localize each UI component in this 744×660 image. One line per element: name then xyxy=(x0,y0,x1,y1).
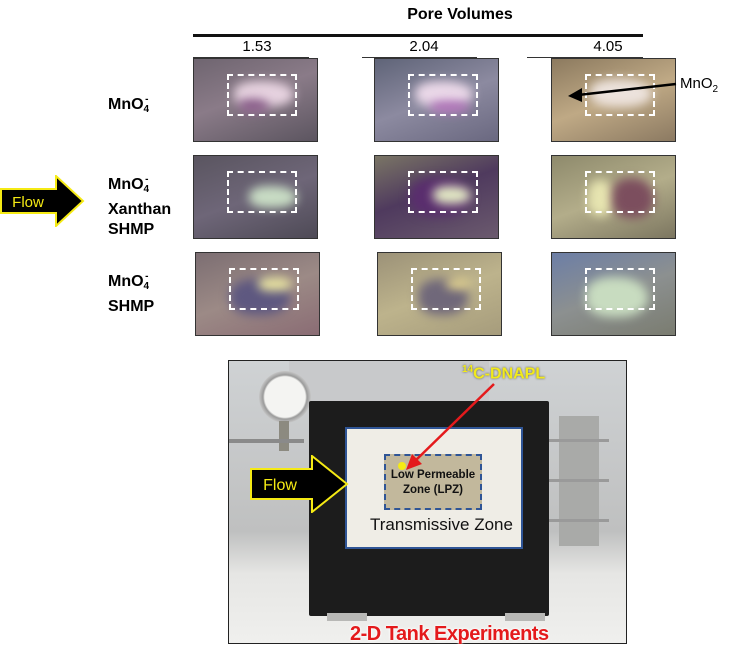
photo-r3-c1 xyxy=(195,252,320,336)
tank-foot-left xyxy=(327,613,367,621)
lpz-outline xyxy=(227,170,298,214)
column-rule-3 xyxy=(527,57,643,58)
row-label-mno4: MnO4- xyxy=(108,94,150,115)
mno2-pointer-arrow-icon xyxy=(568,82,677,102)
dnapl-pointer-arrow-icon xyxy=(406,383,495,470)
transmissive-zone-label: Transmissive Zone xyxy=(370,515,513,534)
lpz-outline xyxy=(408,170,479,214)
lpz-outline xyxy=(408,73,479,117)
column-rule-2 xyxy=(362,57,477,58)
outlet-port-3 xyxy=(549,519,609,522)
instrument-panel xyxy=(289,361,489,401)
inlet-tube xyxy=(229,439,304,443)
lpz-outline xyxy=(229,267,300,311)
photo-r2-c2 xyxy=(374,155,499,239)
flow-arrow-icon: Flow xyxy=(0,175,85,227)
row-label-mno4-shmp: MnO4- SHMP xyxy=(108,271,155,315)
row-label-mno4-xanthan-shmp: MnO4- Xanthan SHMP xyxy=(108,174,172,238)
photo-r1-c3 xyxy=(551,58,676,142)
photo-r2-c1 xyxy=(193,155,318,239)
pore-volume-label-3: 4.05 xyxy=(593,38,623,55)
tank-leg-left xyxy=(341,561,349,621)
dnapl-source-dot xyxy=(398,462,406,470)
tank-flow-arrow-icon: Flow xyxy=(250,455,349,513)
photo-r2-c3 xyxy=(551,155,676,239)
column-rule-1 xyxy=(193,57,309,58)
dnapl-label: 14C-DNAPL xyxy=(462,364,546,383)
photo-r1-c2 xyxy=(374,58,499,142)
tank-leg-right xyxy=(517,561,525,621)
lpz-label-line2: Zone (LPZ) xyxy=(402,484,464,496)
photo-r3-c2 xyxy=(377,252,502,336)
tank-flow-label: Flow xyxy=(263,477,297,494)
photo-r1-c1 xyxy=(193,58,318,142)
lpz-label-line1: Low Permeable xyxy=(390,469,476,481)
pore-volume-label-1: 1.53 xyxy=(242,38,272,55)
gauge-stem xyxy=(279,421,289,451)
mno2-label: MnO2 xyxy=(680,75,719,95)
pore-volume-label-2: 2.04 xyxy=(409,38,439,55)
lpz-outline xyxy=(585,267,656,311)
header-divider xyxy=(193,34,643,37)
tank-caption: 2-D Tank Experiments xyxy=(350,623,549,645)
flow-label: Flow xyxy=(12,194,44,211)
tank-foot-right xyxy=(505,613,545,621)
pore-volumes-title: Pore Volumes xyxy=(407,6,513,23)
lpz-outline xyxy=(411,267,482,311)
lpz-outline xyxy=(227,73,298,117)
outlet-port-2 xyxy=(549,479,609,482)
lpz-outline xyxy=(585,170,656,214)
outlet-port-1 xyxy=(549,439,609,442)
photo-r3-c3 xyxy=(551,252,676,336)
pressure-gauge-icon xyxy=(259,371,311,423)
low-permeable-zone: Low Permeable Zone (LPZ) xyxy=(384,454,482,510)
